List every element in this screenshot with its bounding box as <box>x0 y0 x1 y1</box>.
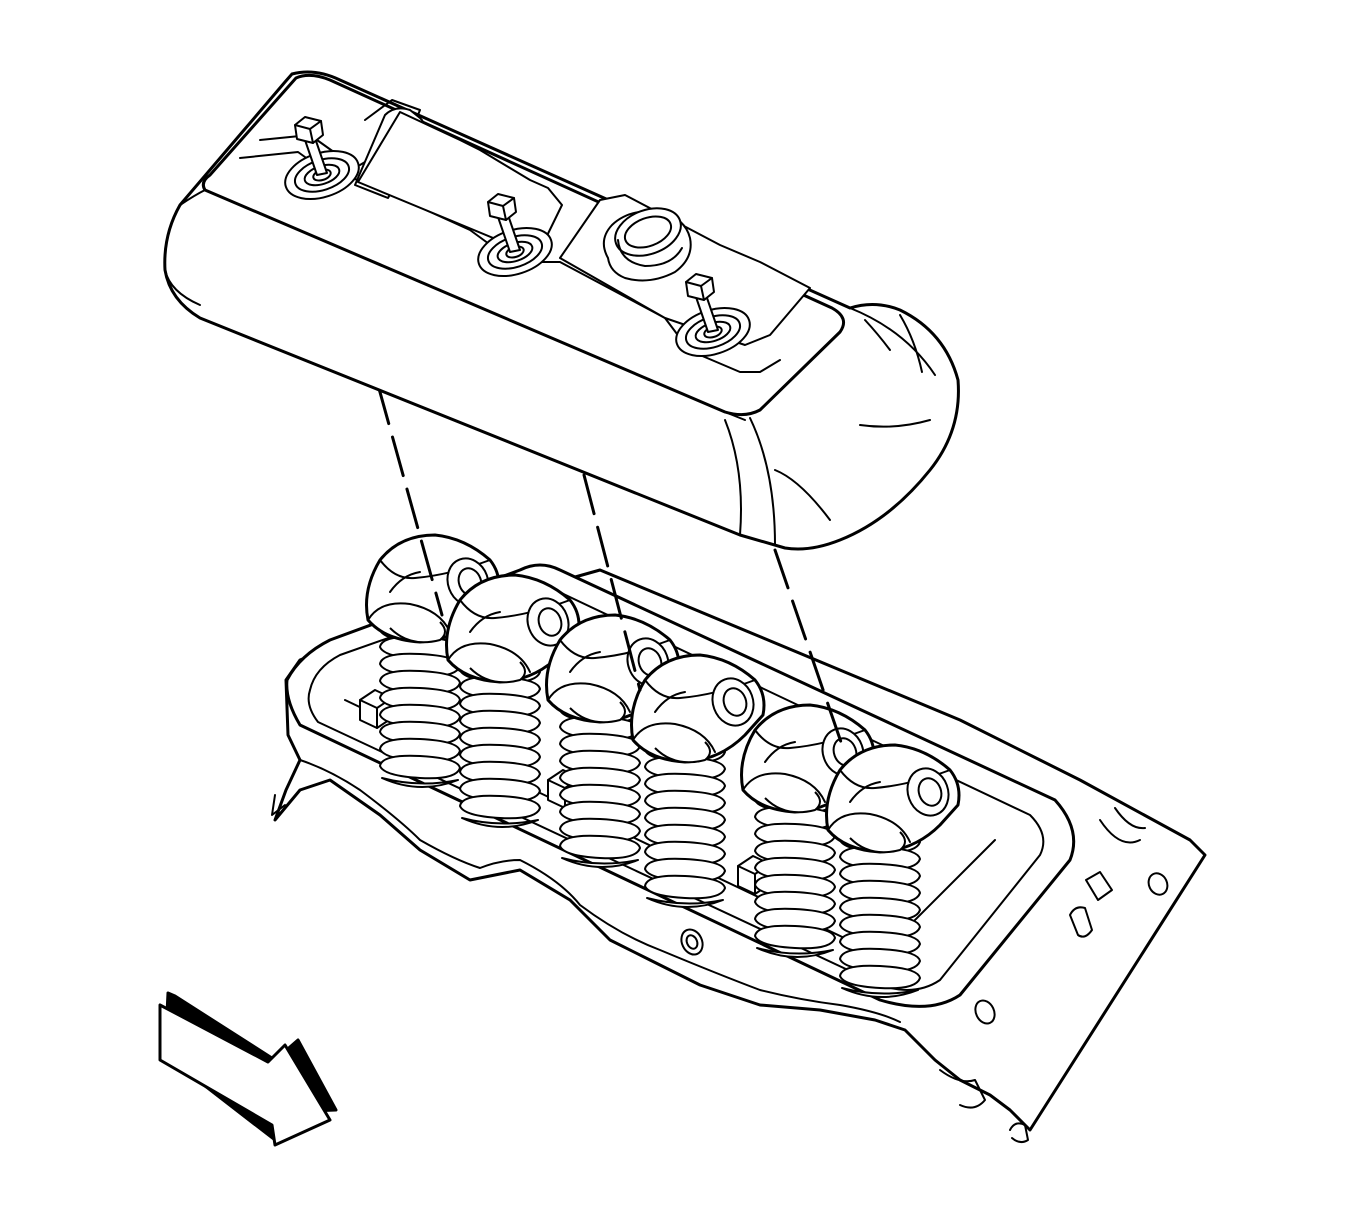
valve-assembly <box>545 613 681 869</box>
valve-assembly <box>825 743 961 999</box>
cover-bolt <box>675 273 751 357</box>
valve-rocker-arm-cover <box>163 70 960 551</box>
rocker-arm <box>630 653 766 764</box>
valve-spring <box>459 658 541 829</box>
valve-spring <box>644 738 726 909</box>
rocker-arm <box>825 743 961 854</box>
valve-assembly <box>445 573 581 829</box>
bolt-alignment-lines <box>376 383 844 747</box>
valvetrain <box>365 533 961 999</box>
cover-bolt <box>477 193 553 277</box>
view-direction-arrow-icon <box>158 991 338 1147</box>
cover-bolt <box>284 116 360 200</box>
valve-spring <box>754 788 836 959</box>
bolt-alignment-line <box>582 473 642 692</box>
oil-fill-opening <box>602 207 692 282</box>
bolt-alignment-line <box>376 383 444 617</box>
rocker-arm <box>445 573 581 684</box>
bolt-alignment-line <box>773 548 844 747</box>
valve-spring <box>839 828 921 999</box>
cover-bolts <box>284 116 751 357</box>
valve-assembly <box>740 703 876 959</box>
valve-spring <box>559 698 641 869</box>
valve-assembly <box>630 653 766 909</box>
